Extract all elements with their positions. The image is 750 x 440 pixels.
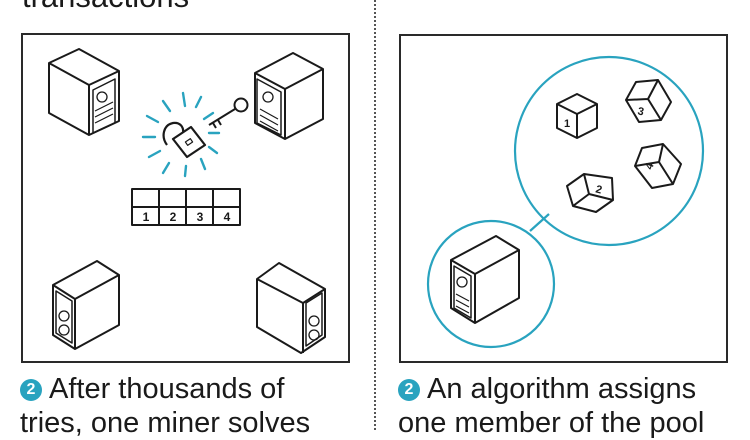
transaction-block [131, 188, 241, 226]
block-cell-3: 3 [197, 210, 204, 224]
step-badge: 2 [20, 379, 42, 401]
caption-right-line2: one member of the pool [398, 407, 705, 439]
pool-assignment-panel: 1 2 3 4 [399, 34, 728, 363]
block-cell-1: 1 [143, 210, 150, 224]
server-icon-bottom-left [52, 260, 120, 350]
key-icon [208, 97, 249, 129]
server-icon-top-left [48, 48, 120, 136]
block-cell-2: 2 [170, 210, 177, 224]
dotted-divider [374, 0, 376, 430]
cube-icon-3 [625, 79, 672, 123]
caption-left-line1: After thousands of [49, 373, 285, 405]
server-circle [426, 219, 556, 349]
open-padlock-icon [162, 121, 207, 159]
cube-icon-2 [566, 173, 614, 213]
cube-label-4: 4 [643, 161, 657, 172]
server-icon-bottom-right [256, 262, 326, 354]
cube-label-1: 1 [564, 118, 570, 130]
caption-left-line2: tries, one miner solves [20, 407, 311, 439]
pool-circle [513, 55, 705, 247]
server-icon-assigned [450, 235, 520, 324]
section-heading: transactions [22, 0, 189, 14]
cube-label-3: 3 [637, 105, 645, 118]
cube-icon-1 [556, 93, 598, 139]
glow-rays [141, 91, 221, 178]
block-cell-4: 4 [224, 210, 231, 224]
step-badge: 2 [398, 379, 420, 401]
server-icon-top-right [254, 52, 324, 140]
mining-race-panel: 1 2 3 4 [21, 33, 350, 363]
caption-right-line1: An algorithm assigns [427, 373, 697, 405]
pool-connector-line [529, 213, 550, 232]
cube-label-2: 2 [594, 183, 603, 196]
cube-icon-4 [634, 143, 682, 189]
